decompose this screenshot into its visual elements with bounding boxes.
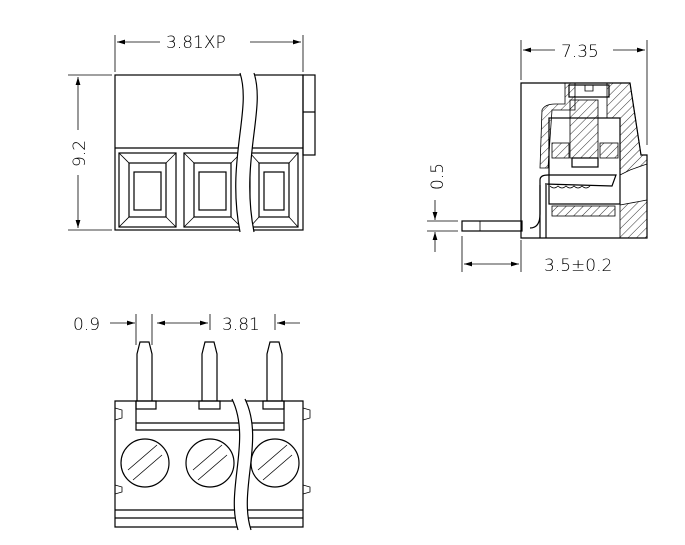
pcb-pin — [461, 220, 523, 232]
wire-window — [183, 152, 242, 228]
front-view: 3.81XP 9.2 — [68, 33, 316, 233]
front-width-dimension: 3.81XP — [166, 33, 226, 53]
pin-length-dimension: 3.5±0.2 — [544, 256, 612, 276]
bottom-view: 0.9 3.81 — [73, 314, 311, 531]
pin-width-dimension: 0.9 — [73, 315, 100, 335]
pin-thickness-dimension: 0.5 — [428, 163, 448, 190]
pin — [262, 341, 285, 410]
screw-slot — [120, 438, 170, 488]
screw-head — [568, 84, 610, 98]
front-height-dimension: 9.2 — [70, 140, 90, 167]
wire-window — [249, 152, 299, 228]
pin — [135, 341, 157, 410]
side-depth-dimension: 7.35 — [561, 42, 599, 62]
side-view: 7.35 0.5 3.5±0.2 — [427, 40, 648, 276]
pitch-dimension: 3.81 — [222, 315, 260, 335]
pin — [198, 341, 221, 410]
wire-window — [118, 152, 177, 228]
bottom-housing — [114, 400, 304, 528]
screw-slot — [185, 438, 235, 488]
screw-slot — [250, 438, 300, 488]
screw-thread — [569, 99, 599, 159]
